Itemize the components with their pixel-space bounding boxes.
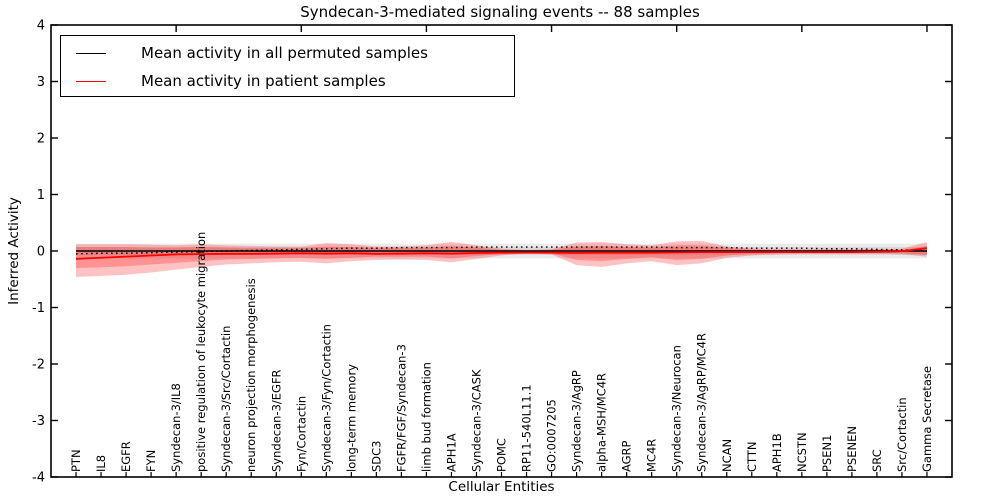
x-tick-label: long-term memory <box>344 364 358 472</box>
x-tick-label: Src/Cortactin <box>895 397 909 472</box>
x-tick-label: Syndecan-3/Src/Cortactin <box>219 326 233 472</box>
x-tick-label: GO:0007205 <box>545 399 559 472</box>
x-tick-label: FYN <box>144 450 158 472</box>
x-tick-label: Syndecan-3/AgRP/MC4R <box>695 333 709 472</box>
zero-dotted-line <box>76 246 928 255</box>
y-tick-label: -2 <box>32 358 45 373</box>
x-tick-label: APH1B <box>770 433 784 472</box>
y-tick-label: 0 <box>37 245 45 260</box>
x-tick-label: Syndecan-3/Fyn/Cortactin <box>319 324 333 472</box>
y-tick-label: 2 <box>37 132 45 147</box>
x-tick-label: IL8 <box>94 455 108 472</box>
black-line-swatch-icon <box>76 52 106 54</box>
legend: Mean activity in all permuted samples Me… <box>60 35 515 97</box>
chart-title: Syndecan-3-mediated signaling events -- … <box>300 3 700 21</box>
x-tick-label: Syndecan-3/IL8 <box>169 383 183 472</box>
patient-band-outer <box>76 240 927 277</box>
x-tick-label: CTTN <box>745 442 759 472</box>
legend-label-permuted: Mean activity in all permuted samples <box>141 44 428 62</box>
x-tick-label: positive regulation of leukocyte migrati… <box>194 232 208 472</box>
x-tick-label: Fyn/Cortactin <box>294 396 308 472</box>
y-tick-label: 3 <box>37 75 45 90</box>
x-tick-label: Syndecan-3/Neurocan <box>670 345 684 472</box>
x-tick-label: NCAN <box>720 439 734 472</box>
y-tick-label: -4 <box>32 471 45 486</box>
x-tick-label: PSENEN <box>845 426 859 472</box>
x-tick-label: POMC <box>495 438 509 472</box>
x-tick-label: PTN <box>69 449 83 472</box>
x-tick-label: RP11-540L11.1 <box>520 384 534 472</box>
x-tick-label: NCSTN <box>795 432 809 472</box>
y-tick-label: 1 <box>37 188 45 203</box>
x-tick-label: FGFR/FGF/Syndecan-3 <box>394 344 408 472</box>
patient-mean-line <box>75 247 928 260</box>
x-tick-label: PSEN1 <box>820 435 834 472</box>
legend-entry-permuted: Mean activity in all permuted samples <box>61 42 428 64</box>
y-tick-label: -3 <box>32 414 45 429</box>
x-tick-label: SRC <box>870 449 884 472</box>
x-tick-label: AGRP <box>620 440 634 472</box>
x-tick-label: Gamma Secretase <box>920 366 934 472</box>
x-tick-label: Syndecan-3/CASK <box>469 369 483 472</box>
x-tick-label: EGFR <box>119 441 133 472</box>
legend-label-patient: Mean activity in patient samples <box>141 72 386 90</box>
red-line-swatch-icon <box>76 80 106 82</box>
x-tick-label: APH1A <box>444 433 458 472</box>
x-tick-label: limb bud formation <box>419 362 433 472</box>
x-tick-label: MC4R <box>645 439 659 472</box>
y-axis-title: Inferred Activity <box>6 197 22 305</box>
y-tick-label: -1 <box>32 301 45 316</box>
x-tick-label: SDC3 <box>369 440 383 472</box>
x-tick-label: Syndecan-3/EGFR <box>269 369 283 472</box>
x-tick-label: neuron projection morphogenesis <box>244 278 258 472</box>
x-tick-label: alpha-MSH/MC4R <box>595 373 609 472</box>
y-tick-label: 4 <box>37 19 45 34</box>
x-axis-title: Cellular Entities <box>448 479 555 495</box>
x-tick-label: Syndecan-3/AgRP <box>570 370 584 472</box>
legend-entry-patient: Mean activity in patient samples <box>61 70 386 92</box>
